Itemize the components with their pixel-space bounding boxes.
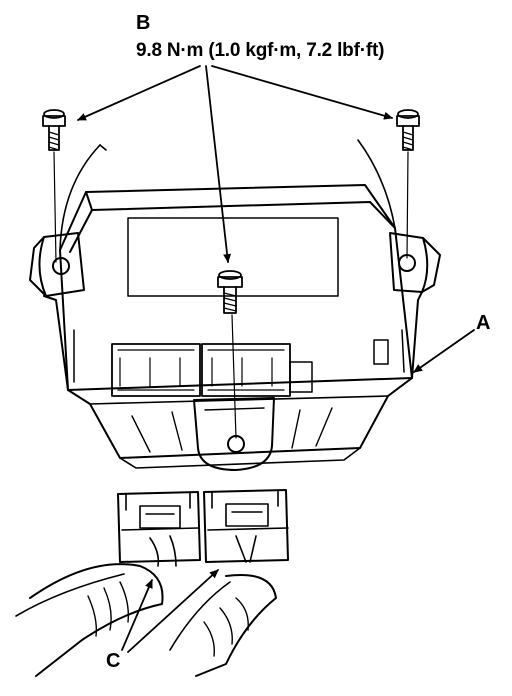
bolt-center xyxy=(217,270,243,439)
label-plate xyxy=(127,217,339,297)
torque-specification: 9.8 N·m (1.0 kgf·m, 7.2 lbf·ft) xyxy=(136,40,385,61)
harness-right xyxy=(195,574,277,677)
bolt-right xyxy=(396,109,420,259)
socket-right xyxy=(201,343,291,397)
control-unit-a xyxy=(29,139,441,471)
callout-a: A xyxy=(476,312,491,334)
unit-base xyxy=(67,377,413,459)
callout-b: B xyxy=(136,12,151,34)
left-flange xyxy=(38,232,85,297)
leader-lines xyxy=(77,65,475,653)
callout-c: C xyxy=(106,650,121,672)
front-mount-tab xyxy=(193,397,275,471)
connector-left xyxy=(15,491,201,677)
socket-left xyxy=(111,343,201,397)
connector-right xyxy=(169,489,289,677)
bolt-left xyxy=(42,109,66,263)
harness-left xyxy=(29,563,164,677)
